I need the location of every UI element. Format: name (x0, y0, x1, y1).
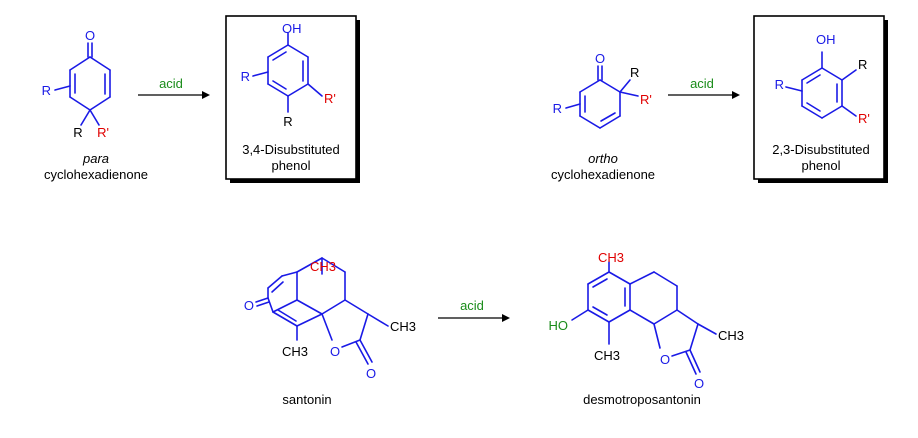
r-prime-substituent-label-4: R' (858, 111, 870, 126)
reaction-arrow-1 (138, 91, 210, 99)
reactant-2-prefix: ortho (588, 151, 618, 166)
product-1-name-line-2: phenol (271, 158, 310, 173)
methyl-label-4: CH3 (718, 328, 744, 343)
lactone-oxygen-label: O (330, 344, 340, 359)
methyl-label-1: CH3 (282, 344, 308, 359)
reagent-acid-1: acid (159, 76, 183, 91)
carbonyl-oxygen-label-2: O (694, 376, 704, 391)
r-substituent-label-2: R (73, 125, 82, 140)
ketone-oxygen-label: O (244, 298, 254, 313)
34-disubstituted-phenol-structure (252, 32, 323, 113)
product-3-name: desmotroposantonin (583, 392, 701, 407)
r-substituent-label-4: R (283, 114, 292, 129)
product-1-box (225, 15, 360, 183)
23-disubstituted-phenol-structure (785, 51, 857, 119)
carbonyl-oxygen-label: O (366, 366, 376, 381)
aryl-methyl-label: CH3 (598, 250, 624, 265)
r-substituent-label: R (42, 83, 51, 98)
reagent-acid-2: acid (690, 76, 714, 91)
r-substituent-label-7: R (858, 57, 867, 72)
r-substituent-label-5: R (630, 65, 639, 80)
reactant-1-name: cyclohexadienone (44, 167, 148, 182)
angular-methyl-label: CH3 (310, 259, 336, 274)
desmotroposantonin-structure (571, 261, 717, 375)
reactant-2-name: cyclohexadienone (551, 167, 655, 182)
methyl-label-3: CH3 (594, 348, 620, 363)
reaction-arrow-2 (668, 91, 740, 99)
product-2-name-line-2: phenol (801, 158, 840, 173)
oxygen-atom-label: O (85, 28, 95, 43)
r-prime-substituent-label-2: R' (324, 91, 336, 106)
reactant-3-name: santonin (282, 392, 331, 407)
reagent-acid-3: acid (460, 298, 484, 313)
lactone-oxygen-label-2: O (660, 352, 670, 367)
r-prime-substituent-label-3: R' (640, 92, 652, 107)
oh-group-label: OH (282, 21, 302, 36)
oxygen-atom-label-2: O (595, 51, 605, 66)
methyl-label-2: CH3 (390, 319, 416, 334)
r-substituent-label-8: R (775, 77, 784, 92)
product-1-name-line-1: 3,4-Disubstituted (242, 142, 340, 157)
para-cyclohexadienone-structure (54, 42, 111, 126)
r-prime-substituent-label: R' (97, 125, 109, 140)
hydroxyl-label: HO (549, 318, 569, 333)
reactant-1-prefix: para (82, 151, 109, 166)
reaction-arrow-3 (438, 314, 510, 322)
santonin-structure (255, 257, 389, 365)
r-substituent-label-6: R (553, 101, 562, 116)
oh-group-label-2: OH (816, 32, 836, 47)
product-2-name-line-1: 2,3-Disubstituted (772, 142, 870, 157)
r-substituent-label-3: R (241, 69, 250, 84)
product-2-box (753, 15, 888, 183)
ortho-cyclohexadienone-structure (565, 65, 639, 129)
